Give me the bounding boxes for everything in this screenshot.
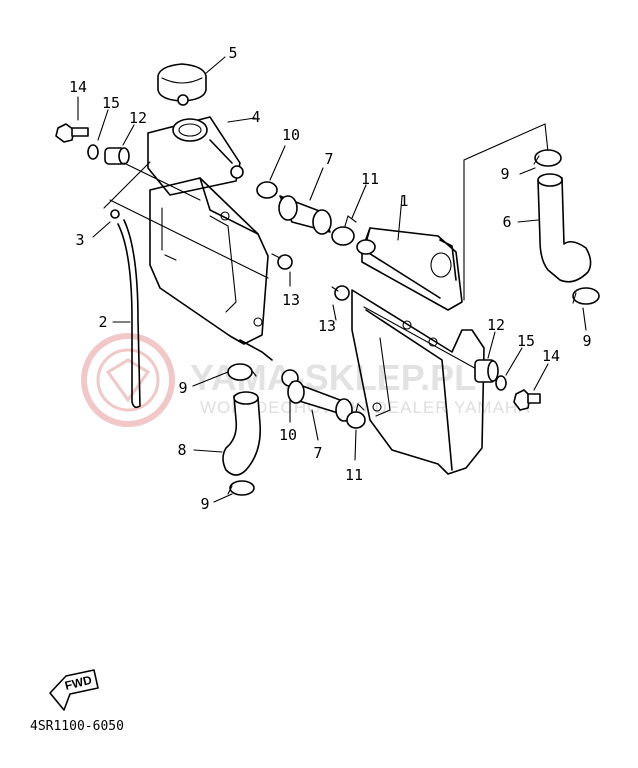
left-mounting-hardware xyxy=(55,96,201,201)
left-radiator xyxy=(103,116,273,361)
drain-bolts xyxy=(271,253,350,321)
callout-12: 12 xyxy=(129,109,147,127)
callout-11: 11 xyxy=(361,170,379,188)
lower-hose-left xyxy=(192,363,366,503)
watermark-logo-mark xyxy=(105,358,151,403)
right-mounting-hardware xyxy=(474,331,549,411)
callout-11: 11 xyxy=(345,466,363,484)
callout-labels: 5 14 15 12 4 10 7 11 1 9 6 3 13 13 2 12 … xyxy=(69,44,592,513)
callout-9: 9 xyxy=(178,379,187,397)
fwd-arrow-icon: FWD xyxy=(49,669,99,711)
watermark-logo-inner xyxy=(96,348,160,412)
callout-5: 5 xyxy=(228,44,237,62)
callout-9: 9 xyxy=(200,495,209,513)
callout-9: 9 xyxy=(582,332,591,350)
callout-15: 15 xyxy=(102,94,120,112)
callout-13: 13 xyxy=(282,291,300,309)
diagram-code: 4SR1100-6050 xyxy=(30,719,124,734)
watermark: YAMA-SKLEP.PL WORLDECHOWSKI DEALER YAMAH… xyxy=(81,333,530,427)
overflow-hose xyxy=(92,209,141,409)
callout-10: 10 xyxy=(282,126,300,144)
callout-9: 9 xyxy=(500,165,509,183)
lower-hose-right xyxy=(517,149,600,331)
radiator-cap xyxy=(157,56,226,106)
callout-13: 13 xyxy=(318,317,336,335)
callout-8: 8 xyxy=(177,441,186,459)
watermark-logo-ring xyxy=(81,333,175,427)
callout-12: 12 xyxy=(487,316,505,334)
callout-7: 7 xyxy=(313,444,322,462)
callout-2: 2 xyxy=(98,313,107,331)
callout-4: 4 xyxy=(251,108,260,126)
upper-connecting-hose xyxy=(256,145,367,246)
callout-14: 14 xyxy=(69,78,87,96)
callout-3: 3 xyxy=(75,231,84,249)
right-radiator xyxy=(351,123,549,475)
fwd-label: FWD xyxy=(63,673,93,693)
callout-14: 14 xyxy=(542,347,560,365)
callout-15: 15 xyxy=(517,332,535,350)
callout-7: 7 xyxy=(324,150,333,168)
callout-10: 10 xyxy=(279,426,297,444)
callout-6: 6 xyxy=(502,213,511,231)
callout-1: 1 xyxy=(399,192,408,210)
